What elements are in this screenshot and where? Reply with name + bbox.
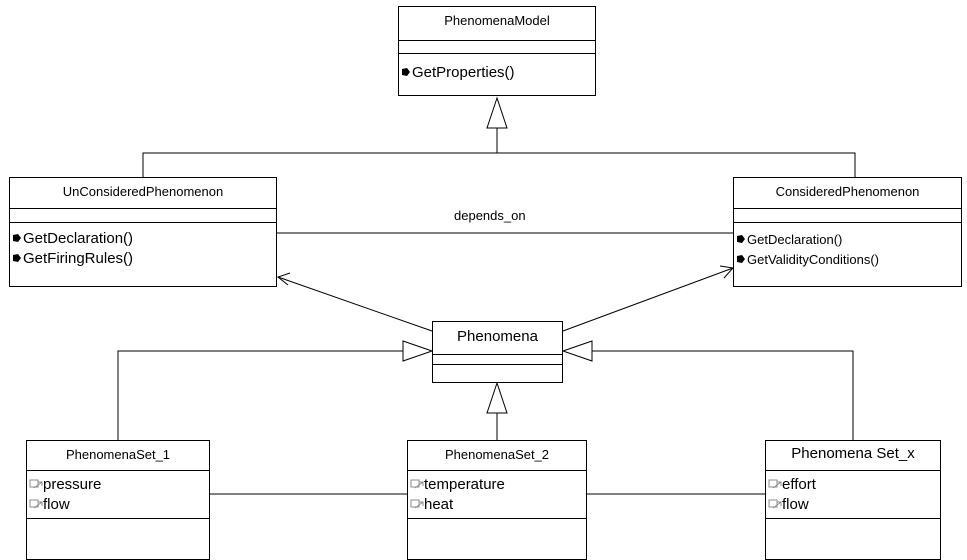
- operation-label: GetValidityConditions(): [747, 252, 879, 267]
- class-name: PhenomenaModel: [399, 7, 595, 41]
- class-name: PhenomenaSet_1: [27, 441, 209, 471]
- attribute-label: heat: [424, 496, 454, 513]
- attribute-icon: [410, 499, 424, 509]
- attributes-compartment: temperature heat: [408, 471, 586, 519]
- class-name: ConsideredPhenomenon: [734, 178, 961, 209]
- attributes-compartment: pressure flow: [27, 471, 209, 519]
- operations-compartment: [433, 365, 562, 382]
- attribute: flow: [766, 495, 940, 515]
- class-phenomena-set-x[interactable]: Phenomena Set_x effort flow: [765, 440, 941, 560]
- generalization-line-set-x: [592, 350, 854, 440]
- attribute-label: flow: [782, 496, 809, 513]
- class-name: UnConsideredPhenomenon: [10, 178, 276, 209]
- uml-connectors: [117, 96, 856, 495]
- class-considered-phenomenon[interactable]: ConsideredPhenomenon GetDeclaration() Ge…: [733, 177, 962, 287]
- operation-label: GetDeclaration(): [23, 230, 134, 247]
- operation-icon: [13, 234, 21, 242]
- operation-icon: [737, 255, 745, 263]
- operation: GetProperties(): [399, 63, 595, 83]
- class-phenomena-model[interactable]: PhenomenaModel GetProperties(): [398, 6, 596, 96]
- class-name: PhenomenaSet_2: [408, 441, 586, 471]
- operation-icon: [737, 235, 745, 243]
- attribute: temperature: [408, 475, 586, 495]
- generalization-arrowhead-phenomena-model: [486, 96, 508, 129]
- operation: GetValidityConditions(): [734, 250, 961, 270]
- generalization-arrowhead-phenomena-right: [561, 340, 593, 362]
- class-name: Phenomena Set_x: [766, 441, 940, 471]
- attribute-icon: [768, 499, 782, 509]
- attributes-compartment: [734, 209, 961, 223]
- class-phenomena[interactable]: Phenomena: [432, 321, 563, 383]
- attribute-icon: [29, 499, 43, 509]
- attributes-compartment: [399, 41, 595, 54]
- attributes-compartment: [10, 209, 276, 223]
- attributes-compartment: effort flow: [766, 471, 940, 519]
- operation: GetFiringRules(): [10, 249, 276, 269]
- attribute: effort: [766, 475, 940, 495]
- attribute-label: pressure: [43, 476, 102, 493]
- operation-label: GetProperties(): [412, 64, 515, 81]
- generalization-line-set-1: [117, 350, 403, 440]
- operations-compartment: GetProperties(): [399, 54, 595, 83]
- generalization-line-unconsidered: [142, 152, 497, 177]
- phenomena-to-unconsidered-arrowhead: [276, 272, 291, 286]
- operation-label: GetFiringRules(): [23, 250, 134, 267]
- operation-icon: [13, 254, 21, 262]
- class-phenomena-set-1[interactable]: PhenomenaSet_1 pressure flow: [26, 440, 210, 560]
- attribute: pressure: [27, 475, 209, 495]
- generalization-arrowhead-phenomena-left: [402, 340, 434, 362]
- attribute-icon: [29, 479, 43, 489]
- class-name: Phenomena: [433, 322, 562, 355]
- operation-label: GetDeclaration(): [747, 232, 843, 247]
- operations-compartment: GetDeclaration() GetFiringRules(): [10, 223, 276, 269]
- attribute: flow: [27, 495, 209, 515]
- phenomena-to-considered-line: [562, 267, 734, 332]
- attribute-icon: [410, 479, 424, 489]
- attribute: heat: [408, 495, 586, 515]
- operation: GetDeclaration(): [734, 230, 961, 250]
- attribute-label: effort: [782, 476, 816, 493]
- attribute-icon: [768, 479, 782, 489]
- depends-on-label: depends_on: [454, 208, 526, 223]
- generalization-arrowhead-phenomena-bottom: [486, 381, 508, 414]
- class-phenomena-set-2[interactable]: PhenomenaSet_2 temperature heat: [407, 440, 587, 560]
- operations-compartment: GetDeclaration() GetValidityConditions(): [734, 223, 961, 270]
- operation-icon: [402, 68, 410, 76]
- operation: GetDeclaration(): [10, 229, 276, 249]
- class-unconsidered-phenomenon[interactable]: UnConsideredPhenomenon GetDeclaration() …: [9, 177, 277, 287]
- phenomena-to-unconsidered-line: [277, 276, 433, 332]
- attribute-label: temperature: [424, 476, 505, 493]
- attribute-label: flow: [43, 496, 70, 513]
- generalization-line-considered: [497, 152, 856, 177]
- attributes-compartment: [433, 355, 562, 365]
